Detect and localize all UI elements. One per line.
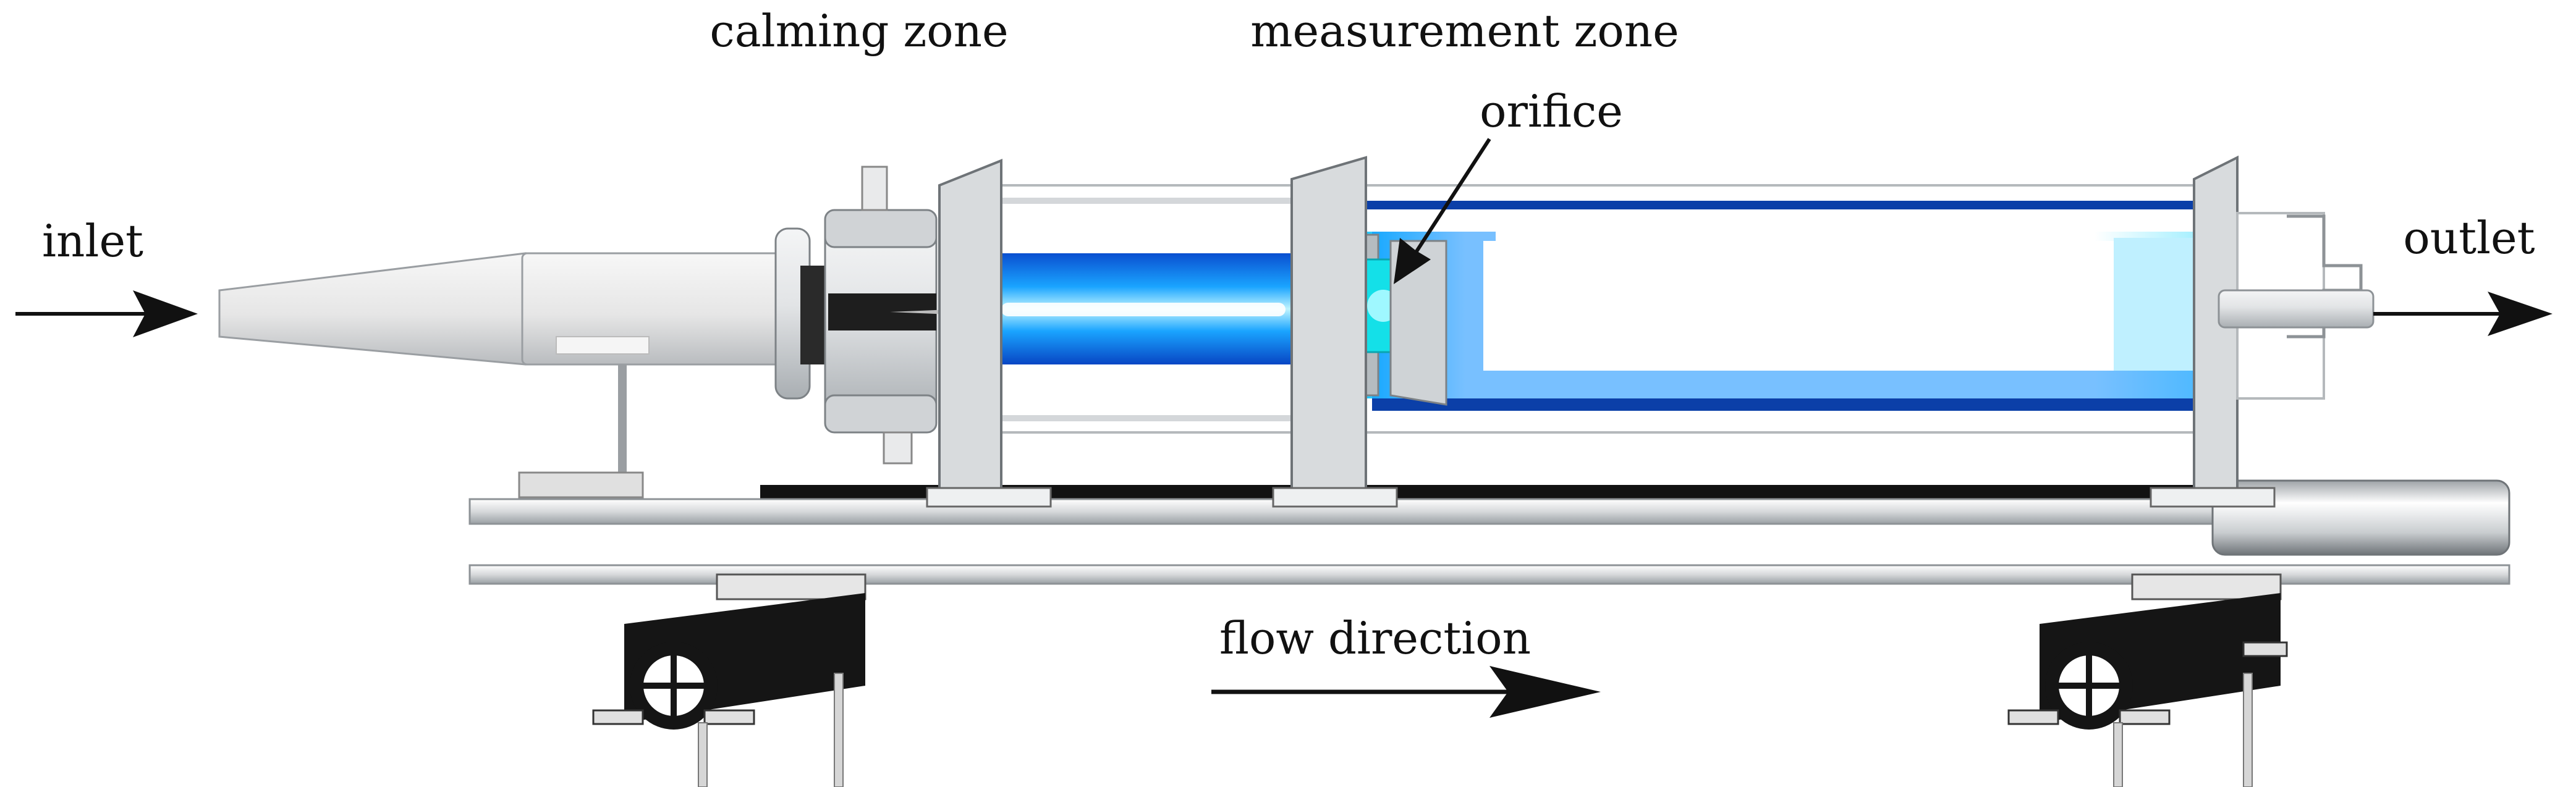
flow-direction-arrow — [1211, 666, 1601, 718]
label-flow-direction: flow direction — [1219, 612, 1531, 664]
outlet-pipe — [2218, 212, 2375, 400]
label-outlet: outlet — [2403, 212, 2535, 264]
label-calming-zone: calming zone — [710, 5, 1008, 57]
measurement-chamber — [1321, 184, 2214, 434]
label-measurement-zone: measurement zone — [1250, 5, 1679, 57]
plate-2 — [1290, 156, 1367, 505]
frame-plates — [926, 155, 2276, 508]
inlet-nozzle — [218, 252, 789, 499]
inlet-arrow — [15, 290, 198, 337]
calming-zone-flange — [774, 166, 964, 465]
support-right — [2007, 573, 2288, 787]
upper-rail-black — [760, 485, 2503, 499]
inlet-cone — [218, 252, 527, 366]
calming-zone-section — [963, 184, 1324, 434]
plate-1 — [938, 159, 1002, 505]
orifice-pointer-arrow — [1394, 138, 1491, 284]
label-orifice: orifice — [1480, 85, 1623, 137]
plate-3 — [2193, 155, 2239, 505]
support-left — [592, 573, 866, 787]
return-pipe — [2211, 479, 2510, 556]
outlet-arrow — [2373, 292, 2553, 336]
label-inlet: inlet — [42, 215, 143, 267]
